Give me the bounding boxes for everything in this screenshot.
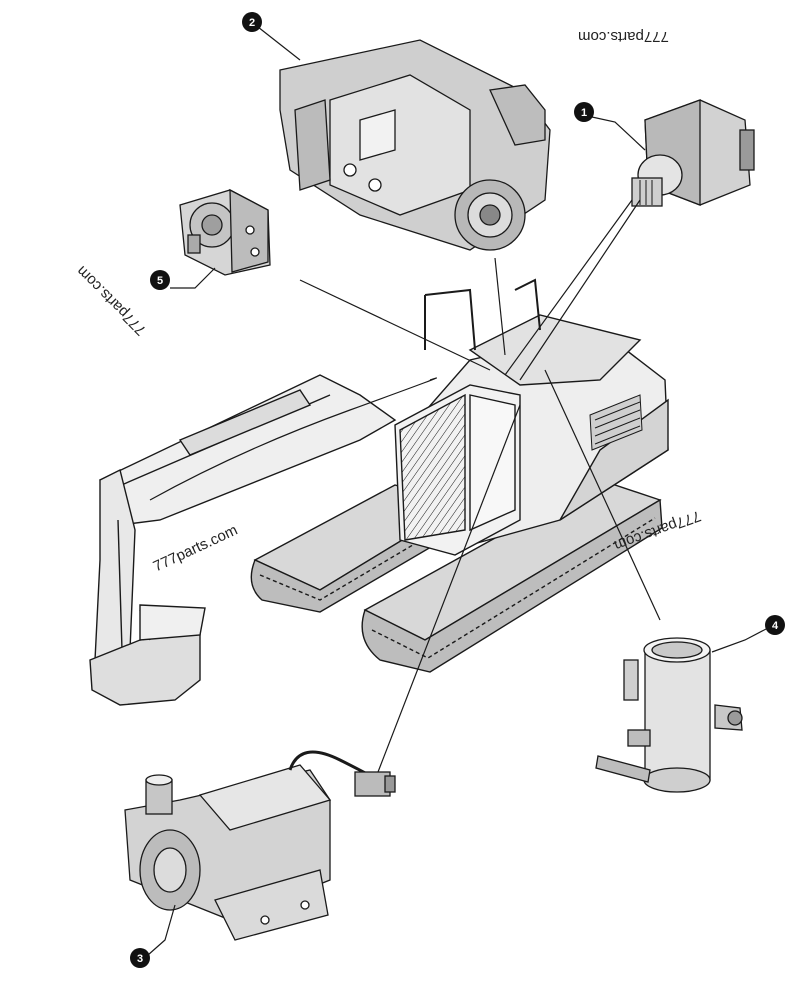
watermark-top: 777parts.com xyxy=(578,28,669,45)
callout-3-label: 3 xyxy=(137,953,143,965)
part-1-pilot-pump[interactable] xyxy=(631,99,755,207)
callout-3[interactable]: 3 xyxy=(130,948,150,968)
leader-lines xyxy=(147,26,769,956)
leader-filter-4-to-machine xyxy=(544,369,661,621)
leader-pump-1-to-machine-b xyxy=(504,199,633,376)
leader-line-2-label xyxy=(257,26,301,61)
callout-5[interactable]: 5 xyxy=(150,270,170,290)
part-3-motor-pump[interactable] xyxy=(124,750,396,941)
leader-line-5-label xyxy=(170,267,216,289)
callout-2-label: 2 xyxy=(249,17,255,29)
callout-1[interactable]: 1 xyxy=(574,102,594,122)
engine-vent xyxy=(589,394,643,451)
excavator-illustration xyxy=(89,278,669,706)
operator-cab xyxy=(394,384,521,556)
part-5-gear-pump[interactable] xyxy=(179,188,271,276)
leader-pump-1-to-machine xyxy=(519,199,641,381)
callout-1-label: 1 xyxy=(581,107,587,119)
part-4-filter-canister[interactable] xyxy=(595,637,743,793)
callout-4[interactable]: 4 xyxy=(765,615,785,635)
leader-line-4-label xyxy=(711,627,769,653)
callout-5-label: 5 xyxy=(157,275,163,287)
leader-pump-2-to-machine xyxy=(494,257,506,356)
bucket xyxy=(89,604,206,706)
callout-4-label: 4 xyxy=(772,620,779,632)
leader-line-3-label xyxy=(147,904,176,956)
leader-motor-3-to-machine xyxy=(377,404,521,773)
part-2-hydraulic-pump[interactable] xyxy=(279,39,551,251)
boom xyxy=(99,374,437,526)
leader-pump-5-to-machine xyxy=(299,279,491,371)
callout-2[interactable]: 2 xyxy=(242,12,262,32)
leader-line-1-label xyxy=(591,116,646,151)
